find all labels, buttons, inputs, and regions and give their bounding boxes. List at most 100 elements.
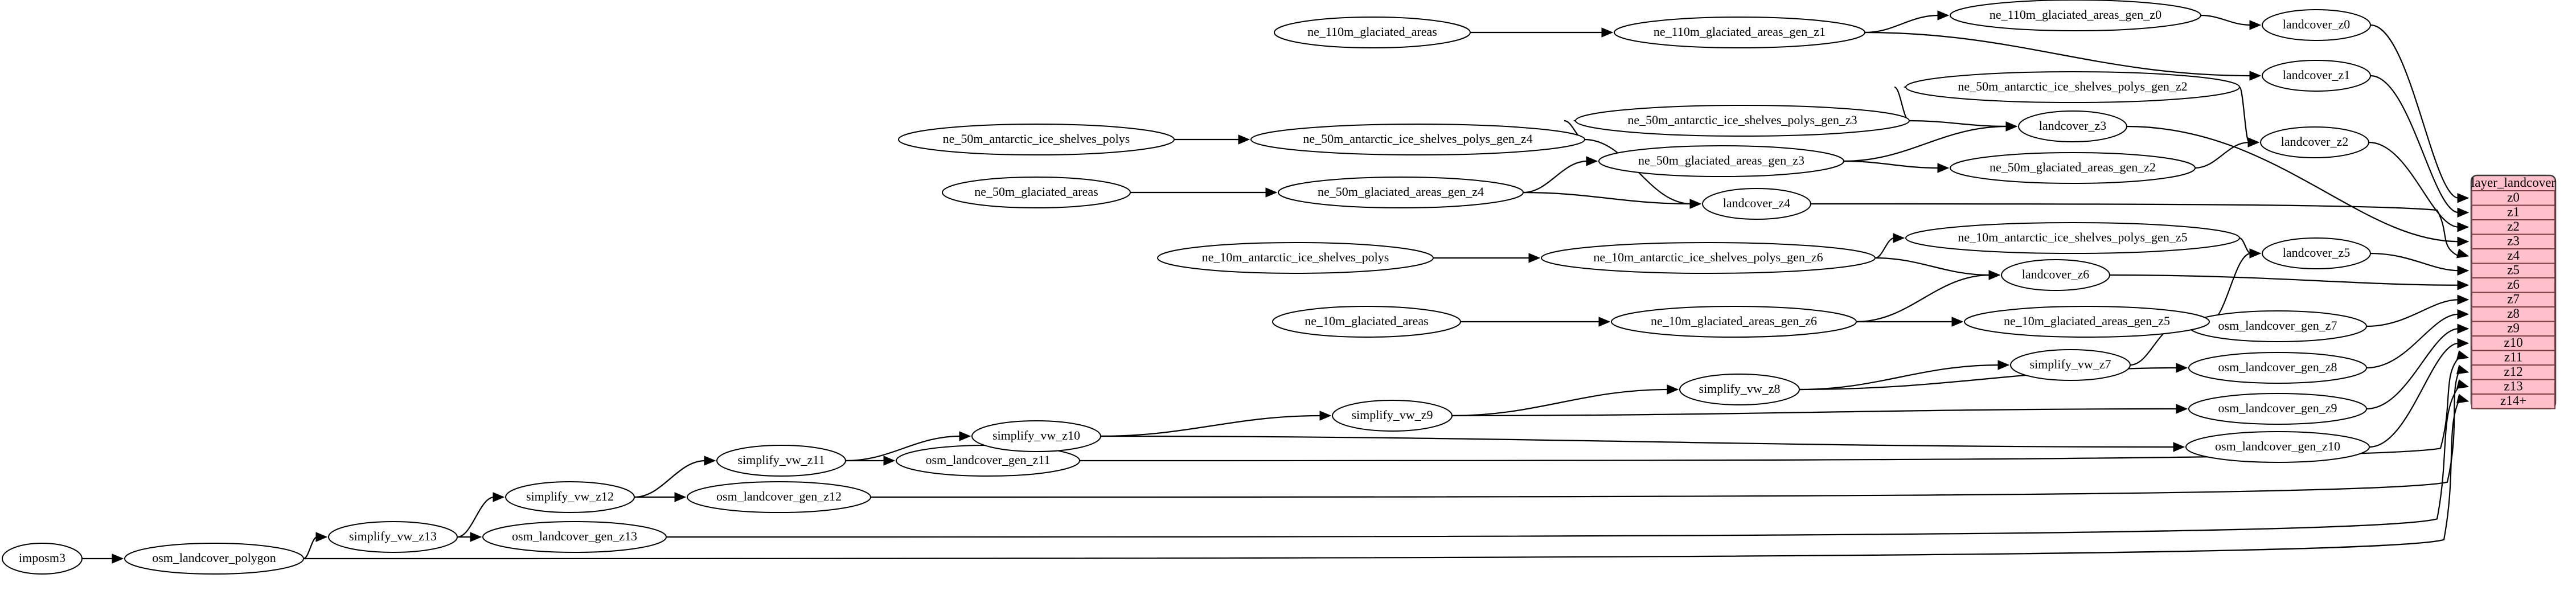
node-landcover_z6[interactable]: landcover_z6 <box>2001 259 2110 291</box>
edge-arrowhead <box>1937 10 1950 20</box>
node-label: simplify_vw_z12 <box>526 489 614 503</box>
node-label: simplify_vw_z10 <box>992 428 1080 442</box>
edge-simplify_vw_z12-to-osm_landcover_gen_z12 <box>634 492 687 502</box>
node-osm_landcover_gen_z10[interactable]: osm_landcover_gen_z10 <box>2185 431 2370 463</box>
edge-arrowhead <box>2457 280 2470 290</box>
layer-table-row-z14plus[interactable] <box>2471 393 2556 409</box>
node-simplify_vw_z7[interactable]: simplify_vw_z7 <box>2010 349 2131 381</box>
edge-arrowhead <box>2456 379 2470 389</box>
node-ne_50m_antarctic_ice_shelves_polys[interactable]: ne_50m_antarctic_ice_shelves_polys <box>898 124 1175 155</box>
node-shape <box>687 481 871 513</box>
node-ne_10m_glaciated_areas_gen_z6[interactable]: ne_10m_glaciated_areas_gen_z6 <box>1611 306 1857 338</box>
node-osm_landcover_gen_z7[interactable]: osm_landcover_gen_z7 <box>2188 310 2367 342</box>
node-ne_10m_antarctic_ice_shelves_polys_gen_z6[interactable]: ne_10m_antarctic_ice_shelves_polys_gen_z… <box>1541 242 1876 274</box>
edge-arrowhead <box>2457 338 2470 348</box>
edge-arrowhead <box>1951 317 1964 327</box>
edge-arrowhead <box>1667 384 1679 395</box>
node-ne_50m_glaciated_areas_gen_z4[interactable]: ne_50m_glaciated_areas_gen_z4 <box>1278 177 1524 208</box>
node-simplify_vw_z9[interactable]: simplify_vw_z9 <box>1332 400 1453 432</box>
layer-table-row-z0[interactable] <box>2471 190 2556 206</box>
node-ne_50m_antarctic_ice_shelves_polys_gen_z3[interactable]: ne_50m_antarctic_ice_shelves_polys_gen_z… <box>1575 105 1910 137</box>
node-label: osm_landcover_gen_z8 <box>2218 360 2337 374</box>
node-osm_landcover_gen_z13[interactable]: osm_landcover_gen_z13 <box>482 521 667 553</box>
node-simplify_vw_z11[interactable]: simplify_vw_z11 <box>716 445 846 477</box>
node-ne_50m_antarctic_ice_shelves_polys_gen_z2[interactable]: ne_50m_antarctic_ice_shelves_polys_gen_z… <box>1905 71 2240 103</box>
layer-table-row-z11[interactable] <box>2471 350 2556 366</box>
node-osm_landcover_polygon[interactable]: osm_landcover_polygon <box>124 543 304 575</box>
node-shape <box>1272 306 1461 338</box>
node-shape <box>1575 105 1910 137</box>
node-ne_110m_glaciated_areas_gen_z1[interactable]: ne_110m_glaciated_areas_gen_z1 <box>1614 17 1865 48</box>
node-shape <box>2018 110 2127 142</box>
node-label: ne_50m_antarctic_ice_shelves_polys_gen_z… <box>1303 132 1532 146</box>
edge-osm_landcover_gen_z9-to-layer_landcover_z9 <box>2366 323 2470 410</box>
edge-arrowhead <box>704 456 716 466</box>
layer-table-row-z8[interactable] <box>2471 306 2556 322</box>
edge-arrowhead <box>959 431 971 441</box>
node-ne_110m_glaciated_areas[interactable]: ne_110m_glaciated_areas <box>1274 17 1471 48</box>
node-ne_50m_antarctic_ice_shelves_polys_gen_z4[interactable]: ne_50m_antarctic_ice_shelves_polys_gen_z… <box>1250 124 1585 155</box>
node-ne_10m_glaciated_areas_gen_z5[interactable]: ne_10m_glaciated_areas_gen_z5 <box>1964 306 2210 338</box>
node-ne_50m_glaciated_areas[interactable]: ne_50m_glaciated_areas <box>942 177 1131 208</box>
node-osm_landcover_gen_z12[interactable]: osm_landcover_gen_z12 <box>687 481 871 513</box>
node-shape <box>942 177 1131 208</box>
node-shape <box>1679 374 1800 405</box>
edge-arrowhead <box>2456 248 2470 259</box>
layer-table-row-z3[interactable] <box>2471 233 2556 249</box>
layer-table-row-z4[interactable] <box>2471 248 2556 264</box>
layer-table-row-z7[interactable] <box>2471 292 2556 307</box>
node-shape <box>1157 242 1434 274</box>
node-label: landcover_z1 <box>2283 68 2351 82</box>
node-shape <box>1250 124 1585 155</box>
edge-simplify_vw_z12-to-simplify_vw_z11 <box>634 456 716 498</box>
node-label: ne_50m_glaciated_areas_gen_z3 <box>1638 153 1804 167</box>
node-simplify_vw_z13[interactable]: simplify_vw_z13 <box>328 521 458 553</box>
edge-arrowhead <box>2249 248 2262 259</box>
node-landcover_z3[interactable]: landcover_z3 <box>2018 110 2127 142</box>
layer-table-row-z10[interactable] <box>2471 335 2556 351</box>
node-ne_10m_antarctic_ice_shelves_polys_gen_z5[interactable]: ne_10m_antarctic_ice_shelves_polys_gen_z… <box>1905 222 2240 254</box>
edge-landcover_z1-to-layer_landcover_z1 <box>2370 75 2470 218</box>
edge-ne_10m_antarctic_ice_shelves_polys_gen_z5-to-landcover_z5 <box>2239 237 2262 259</box>
node-simplify_vw_z8[interactable]: simplify_vw_z8 <box>1679 374 1800 405</box>
edge-arrowhead <box>2457 294 2470 305</box>
node-label: simplify_vw_z13 <box>349 529 437 543</box>
edge-landcover_z2-to-layer_landcover_z2 <box>2368 141 2470 232</box>
node-shape <box>2 543 83 575</box>
layer-table-row-z12[interactable] <box>2471 364 2556 380</box>
node-simplify_vw_z10[interactable]: simplify_vw_z10 <box>971 420 1101 452</box>
node-ne_50m_glaciated_areas_gen_z2[interactable]: ne_50m_glaciated_areas_gen_z2 <box>1950 152 2196 184</box>
layer-table-cell-label: z2 <box>2507 219 2520 233</box>
edge-simplify_vw_z11-to-simplify_vw_z10 <box>845 431 971 462</box>
node-osm_landcover_gen_z9[interactable]: osm_landcover_gen_z9 <box>2188 393 2367 425</box>
node-ne_50m_glaciated_areas_gen_z3[interactable]: ne_50m_glaciated_areas_gen_z3 <box>1598 145 1844 177</box>
node-landcover_z1[interactable]: landcover_z1 <box>2262 60 2371 92</box>
edge-arrowhead <box>1893 233 1905 243</box>
node-imposm3[interactable]: imposm3 <box>2 543 83 575</box>
edge-ne_50m_antarctic_ice_shelves_polys_gen_z2-to-landcover_z2 <box>2238 86 2260 147</box>
node-ne_10m_antarctic_ice_shelves_polys[interactable]: ne_10m_antarctic_ice_shelves_polys <box>1157 242 1434 274</box>
edge-arrowhead <box>674 492 687 502</box>
edge-arrowhead <box>1528 253 1541 263</box>
node-shape <box>2185 431 2370 463</box>
node-label: ne_110m_glaciated_areas <box>1307 24 1437 39</box>
layer-table-cell-label: z5 <box>2507 263 2520 277</box>
node-shape <box>2188 393 2367 425</box>
node-label: ne_10m_glaciated_areas <box>1305 314 1428 328</box>
edge-arrowhead <box>2456 350 2470 360</box>
node-simplify_vw_z12[interactable]: simplify_vw_z12 <box>505 481 635 513</box>
node-shape <box>1964 306 2210 338</box>
node-landcover_z2[interactable]: landcover_z2 <box>2260 126 2369 158</box>
layer-table-row-z5[interactable] <box>2471 263 2556 278</box>
node-landcover_z4[interactable]: landcover_z4 <box>1702 188 1811 220</box>
node-landcover_z5[interactable]: landcover_z5 <box>2262 237 2371 269</box>
node-ne_10m_glaciated_areas[interactable]: ne_10m_glaciated_areas <box>1272 306 1461 338</box>
node-ne_110m_glaciated_areas_gen_z0[interactable]: ne_110m_glaciated_areas_gen_z0 <box>1950 0 2201 31</box>
layer-table-row-z2[interactable] <box>2471 219 2556 235</box>
node-landcover_z0[interactable]: landcover_z0 <box>2262 9 2371 41</box>
node-shape <box>716 445 846 477</box>
node-shape <box>482 521 667 553</box>
node-osm_landcover_gen_z11[interactable]: osm_landcover_gen_z11 <box>896 445 1080 477</box>
node-osm_landcover_gen_z8[interactable]: osm_landcover_gen_z8 <box>2188 352 2367 384</box>
